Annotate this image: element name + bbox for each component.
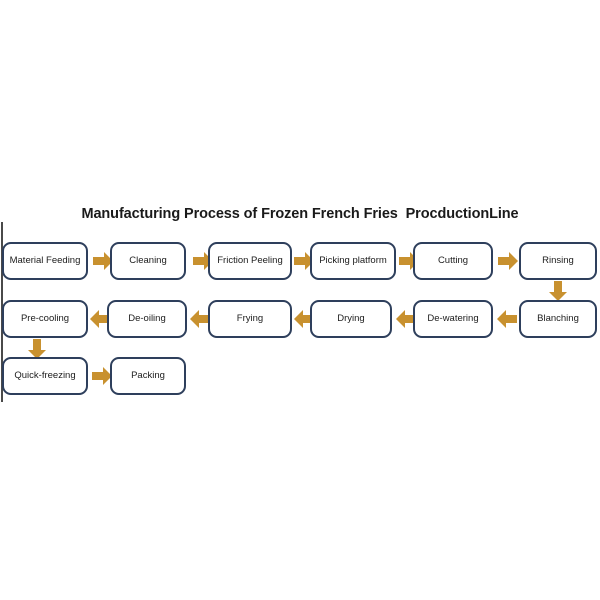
node-label: Rinsing xyxy=(542,254,574,266)
arrow-drying-to-frying xyxy=(294,310,314,328)
node-label: Packing xyxy=(131,369,165,381)
node-blanching[interactable]: Blanching xyxy=(519,300,597,338)
node-pre-cooling[interactable]: Pre-cooling xyxy=(2,300,88,338)
node-de-oiling[interactable]: De-oiling xyxy=(107,300,187,338)
arrow-de-oiling-to-pre-cooling xyxy=(90,310,110,328)
arrow-cutting-to-rinsing xyxy=(498,252,518,270)
arrow-quick-freezing-to-packing xyxy=(92,367,112,385)
arrow-friction-peeling-to-picking-platform xyxy=(294,252,314,270)
node-quick-freezing[interactable]: Quick-freezing xyxy=(2,357,88,395)
node-label: De-watering xyxy=(427,312,479,324)
node-label: Cutting xyxy=(437,254,469,266)
arrow-de-watering-to-drying xyxy=(396,310,416,328)
arrow-material-feeding-to-cleaning xyxy=(93,252,113,270)
node-label: Material Feeding xyxy=(9,254,81,266)
node-label: Picking platform xyxy=(319,254,387,266)
arrow-rinsing-to-blanching xyxy=(549,281,567,301)
node-cleaning[interactable]: Cleaning xyxy=(110,242,186,280)
arrow-pre-cooling-to-quick-freezing xyxy=(28,339,46,359)
node-material-feeding[interactable]: Material Feeding xyxy=(2,242,88,280)
node-label: Friction Peeling xyxy=(217,254,283,266)
node-picking-platform[interactable]: Picking platform xyxy=(310,242,396,280)
node-label: De-oiling xyxy=(128,312,166,324)
page-title: Manufacturing Process of Frozen French F… xyxy=(81,206,519,222)
arrow-blanching-to-de-watering xyxy=(497,310,517,328)
node-label: Blanching xyxy=(537,312,579,324)
node-label: Pre-cooling xyxy=(20,312,70,324)
node-rinsing[interactable]: Rinsing xyxy=(519,242,597,280)
arrow-frying-to-de-oiling xyxy=(190,310,210,328)
node-frying[interactable]: Frying xyxy=(208,300,292,338)
node-label: Cleaning xyxy=(129,254,167,266)
node-drying[interactable]: Drying xyxy=(310,300,392,338)
node-label: Frying xyxy=(236,312,264,324)
node-de-watering[interactable]: De-watering xyxy=(413,300,493,338)
node-cutting[interactable]: Cutting xyxy=(413,242,493,280)
node-friction-peeling[interactable]: Friction Peeling xyxy=(208,242,292,280)
node-packing[interactable]: Packing xyxy=(110,357,186,395)
node-label: Drying xyxy=(337,312,365,324)
node-label: Quick-freezing xyxy=(14,369,76,381)
